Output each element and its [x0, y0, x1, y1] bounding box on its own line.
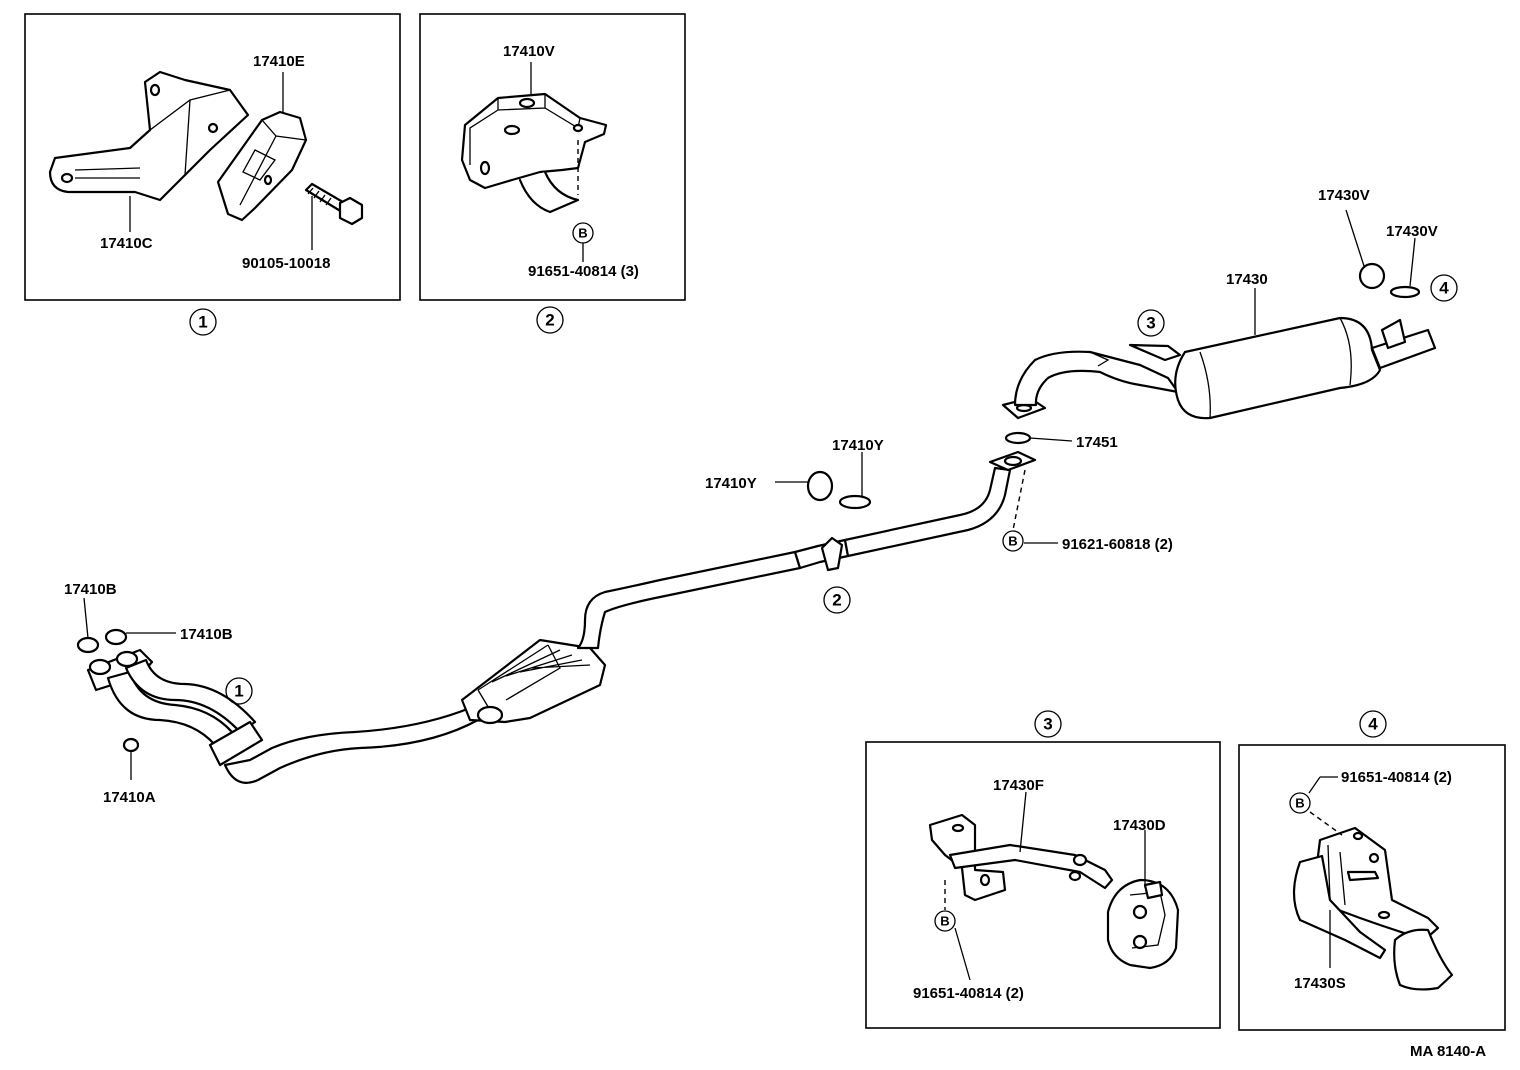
- svg-text:B: B: [578, 226, 587, 241]
- detail-box-1: 17410E 17410C 90105-10018: [24, 13, 401, 301]
- cushion-17430d-shape: [1106, 878, 1180, 970]
- label-17430d: 17430D: [1113, 817, 1166, 834]
- bolt-symbol-box4: B: [1289, 792, 1311, 814]
- label-91651-40814-3: 91651-40814 (3): [528, 263, 639, 280]
- label-17410e: 17410E: [253, 53, 305, 70]
- bracket-17430s-shape: [1292, 826, 1454, 991]
- diagram-id: MA 8140-A: [1410, 1043, 1486, 1060]
- label-17430s: 17430S: [1294, 975, 1346, 992]
- callout-box-4: 4: [1359, 710, 1387, 738]
- bolt-symbol-box2: B: [572, 222, 594, 244]
- svg-text:B: B: [1008, 534, 1017, 549]
- detail-box-3: 17430F 17430D B 91651-40814 (2): [865, 741, 1221, 1029]
- label-17451: 17451: [1076, 434, 1118, 451]
- svg-text:2: 2: [832, 591, 841, 610]
- svg-text:3: 3: [1146, 314, 1155, 333]
- mid-flange: [988, 396, 1047, 472]
- label-17410b-side: 17410B: [180, 626, 233, 643]
- front-pipe-assembly: [86, 648, 494, 784]
- label-91621-60818-2: 91621-60818 (2): [1062, 536, 1173, 553]
- ring-17430v-2-shape: [1389, 285, 1421, 299]
- detail-box-2: 17410V B 91651-40814 (3): [419, 13, 686, 301]
- gasket-17410y-ring-shape: [806, 470, 834, 502]
- svg-text:B: B: [940, 914, 949, 929]
- label-17410b-top: 17410B: [64, 581, 117, 598]
- callout-box-3-number: 3: [1043, 715, 1052, 734]
- gasket-17410y-flat-shape: [838, 494, 872, 510]
- detail-box-4: B 91651-40814 (2) 17430S: [1238, 744, 1506, 1031]
- ring-17430v-1-shape: [1358, 262, 1386, 290]
- label-17410v: 17410V: [503, 43, 555, 60]
- label-17410y-ring: 17410Y: [705, 475, 757, 492]
- bolt-symbol-box3: B: [934, 910, 956, 932]
- hanger-17430f-shape: [928, 813, 1114, 902]
- callout-box-1-number: 1: [198, 313, 207, 332]
- gaskets-17410b: [76, 628, 128, 654]
- callout-main-1: 1: [225, 677, 253, 705]
- tail-pipe-muffler: [1013, 316, 1437, 420]
- bracket-17410e-shape: [216, 110, 308, 222]
- label-17410c: 17410C: [100, 235, 153, 252]
- label-17410a: 17410A: [103, 789, 156, 806]
- callout-main-3: 3: [1137, 309, 1165, 337]
- center-pipe: [576, 466, 1012, 650]
- svg-text:1: 1: [234, 682, 243, 701]
- gasket-17451-shape: [1004, 431, 1032, 445]
- callout-main-2: 2: [823, 586, 851, 614]
- label-17430: 17430: [1226, 271, 1268, 288]
- label-17430f: 17430F: [993, 777, 1044, 794]
- catalytic-converter: [460, 638, 607, 725]
- label-90105-10018: 90105-10018: [242, 255, 330, 272]
- callout-box-4-number: 4: [1368, 715, 1378, 734]
- bolt-90105-10018-shape: [304, 182, 364, 226]
- callout-box-1: 1: [189, 308, 217, 336]
- bracket-17410c-shape: [48, 70, 250, 202]
- label-17430v-2: 17430V: [1386, 223, 1438, 240]
- label-17430v-1: 17430V: [1318, 187, 1370, 204]
- bracket-17410v-shape: [460, 92, 608, 214]
- callout-box-2: 2: [536, 306, 564, 334]
- callout-box-3: 3: [1034, 710, 1062, 738]
- label-91651-40814-2-box4: 91651-40814 (2): [1341, 769, 1452, 786]
- label-17410y-flat: 17410Y: [832, 437, 884, 454]
- callout-box-2-number: 2: [545, 311, 554, 330]
- bolt-symbol-mid: B: [1002, 530, 1024, 552]
- svg-text:4: 4: [1439, 279, 1449, 298]
- callout-main-4: 4: [1430, 274, 1458, 302]
- label-91651-40814-2-box3: 91651-40814 (2): [913, 985, 1024, 1002]
- plug-17410a-shape: [122, 737, 140, 753]
- svg-text:B: B: [1295, 796, 1304, 811]
